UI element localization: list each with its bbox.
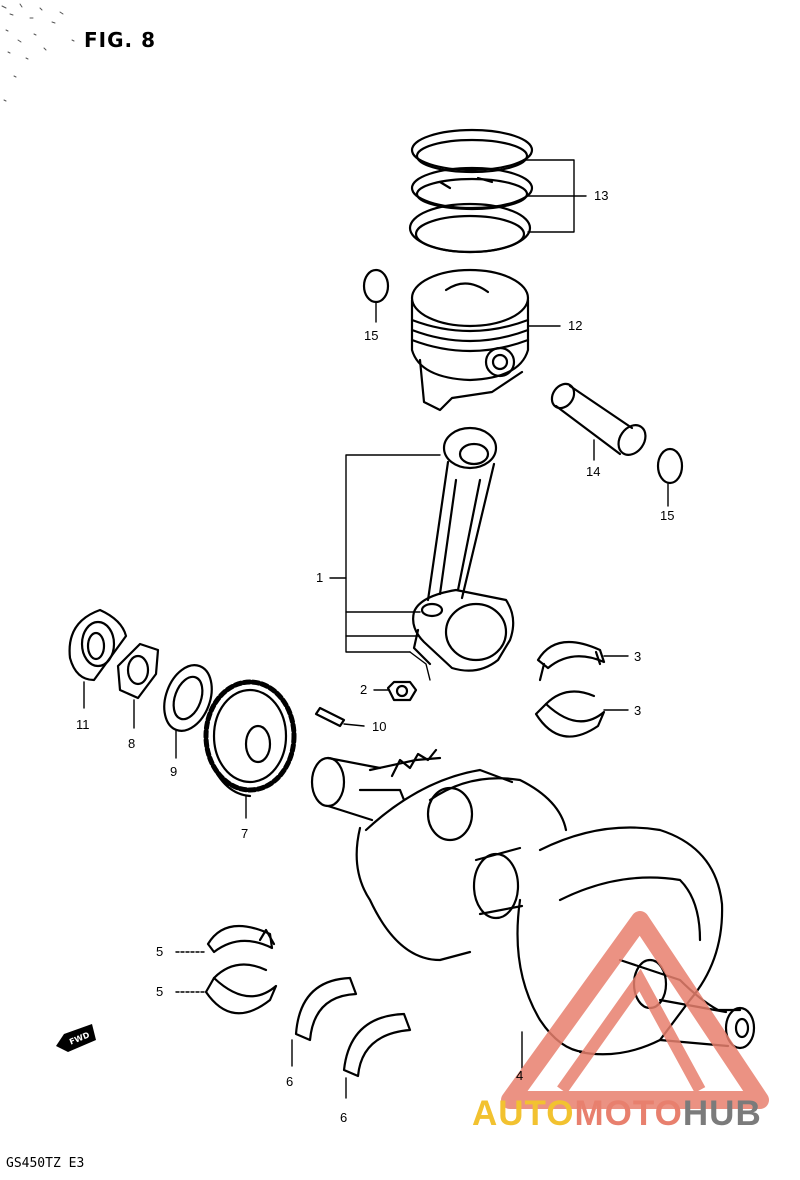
callout-6: 6 [340,1110,348,1125]
watermark-part-hub: HUB [682,1094,762,1133]
callout-5: 5 [156,944,164,959]
gear-nut [116,642,160,729]
callout-15: 15 [364,328,379,343]
piston-rings [408,128,534,254]
watermark-part-moto: MOTO [574,1094,683,1133]
rod-bearing-upper [536,640,606,682]
piston-pin [550,382,647,456]
leader-lines-3 [603,655,629,711]
callout-8: 8 [128,736,136,751]
circlip-upper [362,268,390,304]
forward-arrow-icon [56,1024,96,1052]
callout-14: 14 [586,464,601,479]
bracket-item-1 [329,454,441,681]
rod-nut [373,680,418,702]
callout-7: 7 [241,826,249,841]
circlip-lower [656,447,684,485]
watermark-text: AUTOMOTOHUB [472,1094,762,1134]
key-pin [314,706,365,728]
thrust-washer-left [291,976,358,1067]
leader-lines-5 [175,951,207,993]
callout-12: 12 [568,318,583,333]
callout-2: 2 [360,682,368,697]
connecting-rod [412,426,515,672]
callout-4: 4 [516,1068,524,1083]
oil-seal [68,608,128,709]
callout-3: 3 [634,703,642,718]
scan-noise [1,3,75,102]
watermark-part-auto: AUTO [472,1094,575,1133]
thrust-washer-right [342,1012,412,1099]
rod-bearing-lower [534,690,606,738]
main-bearing-lower [204,963,278,1015]
watermark-logo [501,911,769,1109]
callout-13: 13 [594,188,609,203]
main-bearing-upper [206,924,276,954]
figure-title: FIG. 8 [84,28,156,52]
callout-10: 10 [372,719,387,734]
callout-15: 15 [660,508,675,523]
leader-lines [375,159,669,507]
crankshaft [310,748,756,1069]
callout-1: 1 [316,570,324,585]
callout-6: 6 [286,1074,294,1089]
primary-gear [203,679,297,819]
piston [410,268,530,412]
callout-3: 3 [634,649,642,664]
callout-11: 11 [76,717,90,732]
callout-9: 9 [170,764,178,779]
washer [163,664,213,759]
callout-5: 5 [156,984,164,999]
model-code: GS450TZ E3 [6,1156,85,1171]
